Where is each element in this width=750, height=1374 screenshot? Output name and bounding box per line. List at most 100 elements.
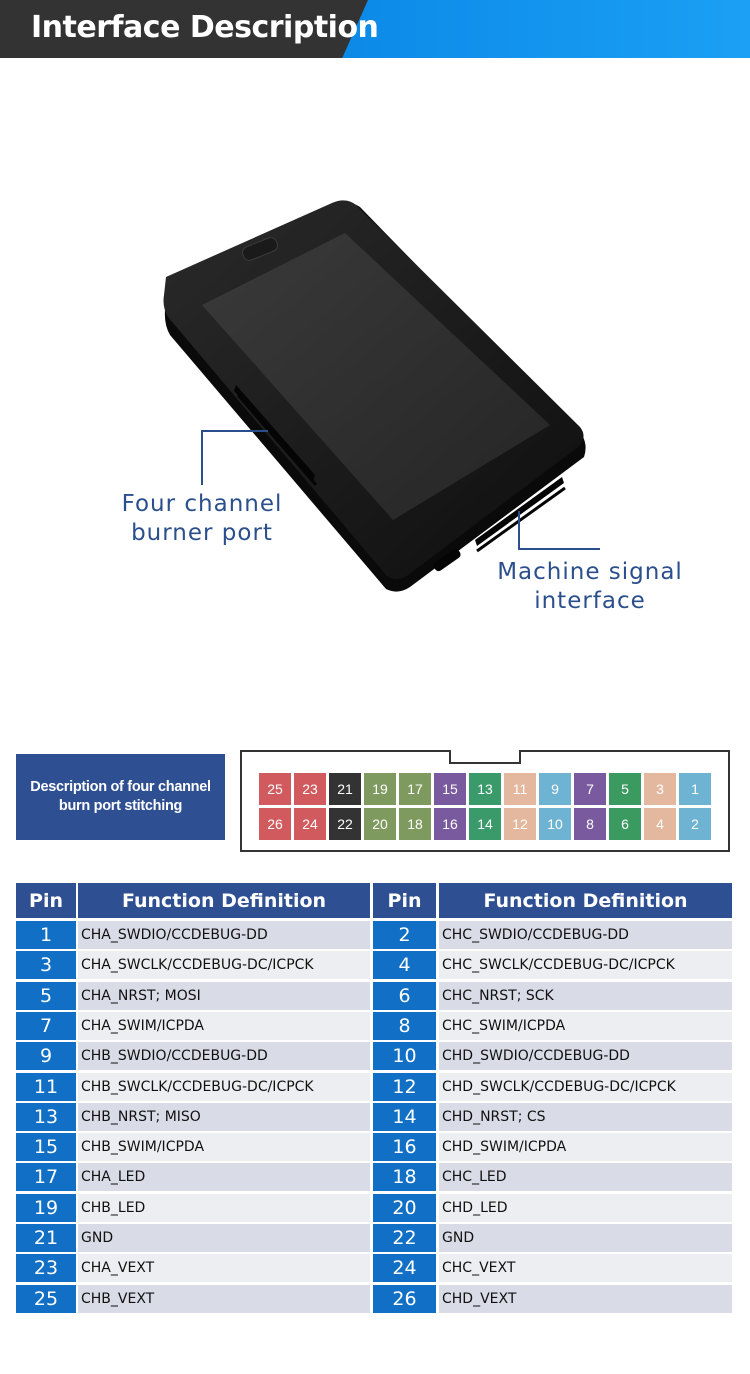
function-definition-cell: CHA_SWCLK/CCDEBUG-DC/ICPCK bbox=[78, 951, 370, 980]
pin-number-cell: 11 bbox=[16, 1072, 76, 1101]
pin-number-cell: 6 bbox=[373, 981, 436, 1010]
table-header-cell: Pin bbox=[373, 883, 436, 918]
pin-number-cell: 15 bbox=[16, 1133, 76, 1162]
callout-line-left bbox=[201, 430, 268, 485]
function-definition-cell: CHB_SWIM/ICPDA bbox=[78, 1133, 370, 1162]
function-definition-cell: CHD_SWDIO/CCDEBUG-DD bbox=[439, 1042, 732, 1071]
port-pin: 15 bbox=[434, 773, 466, 805]
pin-number-cell: 16 bbox=[373, 1133, 436, 1162]
function-definition-cell: CHC_SWDIO/CCDEBUG-DD bbox=[439, 921, 732, 949]
device-screen bbox=[202, 233, 550, 520]
port-pin: 2 bbox=[679, 808, 711, 840]
pin-number-cell: 17 bbox=[16, 1163, 76, 1192]
pin-number-cell: 22 bbox=[373, 1224, 436, 1252]
port-pin: 5 bbox=[609, 773, 641, 805]
pin-number-cell: 12 bbox=[373, 1072, 436, 1101]
port-pin: 10 bbox=[539, 808, 571, 840]
function-definition-cell: CHA_LED bbox=[78, 1163, 370, 1192]
page-header: Interface Description bbox=[0, 0, 750, 58]
burner-port-slot bbox=[234, 385, 315, 481]
header-dark-band bbox=[0, 0, 368, 58]
port-pin: 19 bbox=[364, 773, 396, 805]
function-definition-cell: CHD_SWCLK/CCDEBUG-DC/ICPCK bbox=[439, 1072, 732, 1101]
pin-number-cell: 24 bbox=[373, 1254, 436, 1283]
pin-number-cell: 18 bbox=[373, 1163, 436, 1192]
pin-number-cell: 23 bbox=[16, 1254, 76, 1283]
function-definition-cell: CHA_NRST; MOSI bbox=[78, 981, 370, 1010]
usb-port bbox=[433, 548, 461, 572]
function-definition-cell: CHA_VEXT bbox=[78, 1254, 370, 1283]
port-pin: 8 bbox=[574, 808, 606, 840]
port-pin: 9 bbox=[539, 773, 571, 805]
function-definition-cell: CHC_SWCLK/CCDEBUG-DC/ICPCK bbox=[439, 951, 732, 980]
port-pin: 4 bbox=[644, 808, 676, 840]
callout-machine-signal: Machine signal interface bbox=[497, 559, 683, 614]
port-pin: 17 bbox=[399, 773, 431, 805]
pin-number-cell: 14 bbox=[373, 1102, 436, 1131]
function-definition-cell: CHB_LED bbox=[78, 1193, 370, 1222]
port-pin: 3 bbox=[644, 773, 676, 805]
pin-number-cell: 1 bbox=[16, 921, 76, 949]
function-definition-cell: CHC_SWIM/ICPDA bbox=[439, 1011, 732, 1040]
function-definition-cell: CHC_NRST; SCK bbox=[439, 981, 732, 1010]
pin-number-cell: 13 bbox=[16, 1102, 76, 1131]
port-pin: 16 bbox=[434, 808, 466, 840]
power-button-icon bbox=[241, 237, 279, 261]
pin-number-cell: 4 bbox=[373, 951, 436, 980]
port-pin: 23 bbox=[294, 773, 326, 805]
port-pin: 11 bbox=[504, 773, 536, 805]
pin-number-cell: 10 bbox=[373, 1042, 436, 1071]
port-pin: 13 bbox=[469, 773, 501, 805]
header-blue-band bbox=[300, 0, 750, 58]
port-pin: 1 bbox=[679, 773, 711, 805]
function-definition-cell: CHA_SWIM/ICPDA bbox=[78, 1011, 370, 1040]
pin-number-cell: 25 bbox=[16, 1284, 76, 1313]
callout-burner-port: Four channel burner port bbox=[121, 491, 283, 546]
table-header-cell: Function Definition bbox=[439, 883, 732, 918]
callout-line-right bbox=[518, 511, 600, 550]
function-definition-cell: GND bbox=[439, 1224, 732, 1252]
function-definition-cell: CHD_NRST; CS bbox=[439, 1102, 732, 1131]
pin-number-cell: 5 bbox=[16, 981, 76, 1010]
function-definition-cell: CHD_LED bbox=[439, 1193, 732, 1222]
function-definition-cell: GND bbox=[78, 1224, 370, 1252]
port-pin: 26 bbox=[259, 808, 291, 840]
pin-number-cell: 21 bbox=[16, 1224, 76, 1252]
port-pin: 14 bbox=[469, 808, 501, 840]
page-title: Interface Description bbox=[31, 10, 379, 45]
port-pin: 24 bbox=[294, 808, 326, 840]
port-pin: 12 bbox=[504, 808, 536, 840]
pin-number-cell: 8 bbox=[373, 1011, 436, 1040]
pin-number-cell: 2 bbox=[373, 921, 436, 949]
function-definition-cell: CHB_NRST; MISO bbox=[78, 1102, 370, 1131]
pin-number-cell: 3 bbox=[16, 951, 76, 980]
port-pin: 20 bbox=[364, 808, 396, 840]
port-pin: 25 bbox=[259, 773, 291, 805]
table-header-cell: Pin bbox=[16, 883, 76, 918]
pin-number-cell: 20 bbox=[373, 1193, 436, 1222]
function-definition-cell: CHD_VEXT bbox=[439, 1284, 732, 1313]
port-pin: 6 bbox=[609, 808, 641, 840]
table-header-cell: Function Definition bbox=[78, 883, 370, 918]
function-definition-cell: CHA_SWDIO/CCDEBUG-DD bbox=[78, 921, 370, 949]
burner-device-illustration bbox=[163, 200, 600, 592]
function-definition-cell: CHC_LED bbox=[439, 1163, 732, 1192]
port-pin: 22 bbox=[329, 808, 361, 840]
pin-number-cell: 19 bbox=[16, 1193, 76, 1222]
pin-number-cell: 9 bbox=[16, 1042, 76, 1071]
port-description-label: Description of four channel burn port st… bbox=[16, 754, 225, 840]
pin-number-cell: 7 bbox=[16, 1011, 76, 1040]
